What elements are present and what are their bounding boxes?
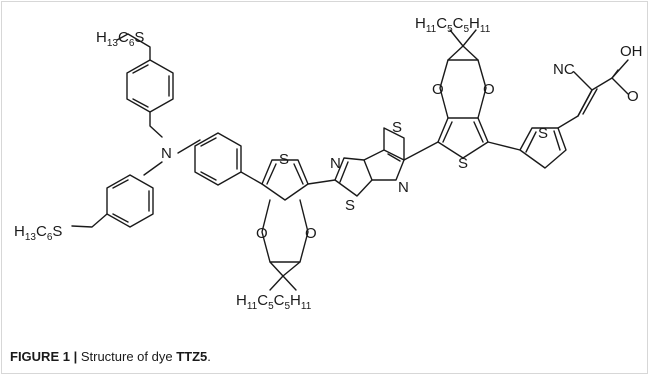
atom-labels: H13C6S H13C6S N S O O N S S N S O O S NC… (14, 15, 643, 312)
figure-label: FIGURE 1 | (10, 349, 78, 364)
nitrile-label: NC (553, 61, 575, 78)
figure-caption: FIGURE 1 | Structure of dye TTZ5. (10, 349, 211, 364)
atom-s-tz-bottom: S (345, 197, 355, 214)
atom-o-ring1-right: O (305, 225, 317, 242)
caption-text: Structure of dye (80, 349, 177, 364)
alkyl-bottom-label: H11C5C5H11 (236, 292, 312, 312)
atom-s-thiophene-left: S (279, 151, 289, 168)
atom-n-tz-left: N (330, 155, 341, 172)
acid-oh-label: OH (620, 43, 643, 60)
acid-o-label: O (627, 88, 639, 105)
atom-s-edot-right: S (458, 155, 468, 172)
atom-n-amine: N (161, 145, 172, 162)
atom-s-tz-top: S (392, 119, 402, 136)
hexylthio-top-label: H13C6S (96, 29, 144, 49)
atom-o-ring2-right: O (483, 81, 495, 98)
atom-n-tz-right: N (398, 179, 409, 196)
hexylthio-bottom-label: H13C6S (14, 223, 62, 243)
dye-structure-diagram: H13C6S H13C6S N S O O N S S N S O O S NC… (14, 15, 643, 312)
alkyl-top-label: H11C5C5H11 (415, 15, 491, 35)
dye-name: TTZ5 (176, 349, 208, 364)
caption-end: . (207, 349, 211, 364)
atom-s-end-thiophene: S (538, 125, 548, 142)
atom-o-ring2-left: O (432, 81, 444, 98)
atom-o-ring1-left: O (256, 225, 268, 242)
bonds (71, 29, 629, 291)
